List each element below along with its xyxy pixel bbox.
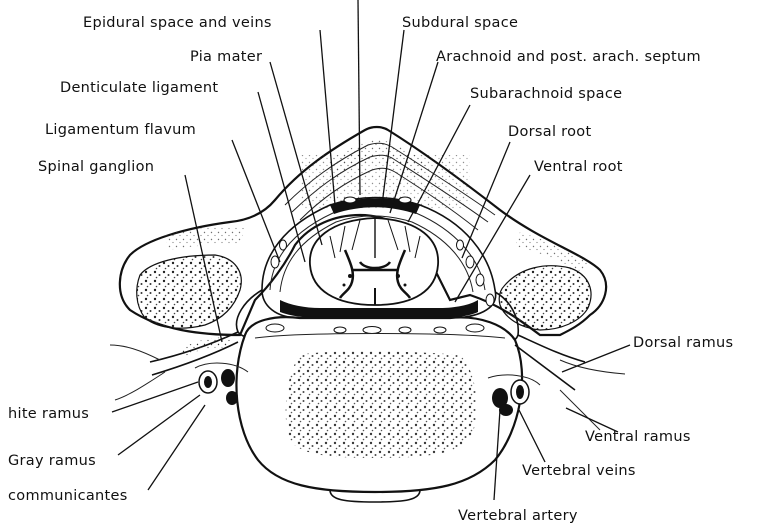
label-denticulate-ligament: Denticulate ligament [60,80,218,96]
spinal-cord [310,218,438,305]
spinal-nerve-right [515,335,625,430]
label-vertebral-veins: Vertebral veins [522,463,636,479]
label-arachnoid: Arachnoid and post. arach. septum [436,49,701,65]
label-ventral-root: Ventral root [534,159,623,175]
vertebral-body [236,317,522,502]
label-gray-ramus: Gray ramus [8,453,96,469]
label-subdural-space: Subdural space [402,15,518,31]
label-vertebral-artery: Vertebral artery [458,508,578,524]
label-white-ramus: hite ramus [8,406,89,422]
label-communicantes: communicantes [8,488,128,504]
label-dorsal-ramus: Dorsal ramus [633,335,733,351]
label-spinal-ganglion: Spinal ganglion [38,159,154,175]
label-epidural-space: Epidural space and veins [83,15,272,31]
label-pia-mater: Pia mater [190,49,262,65]
label-subarachnoid-space: Subarachnoid space [470,86,622,102]
label-ventral-ramus: Ventral ramus [585,429,691,445]
label-dorsal-root: Dorsal root [508,124,591,140]
label-ligamentum-flavum: Ligamentum flavum [45,122,196,138]
